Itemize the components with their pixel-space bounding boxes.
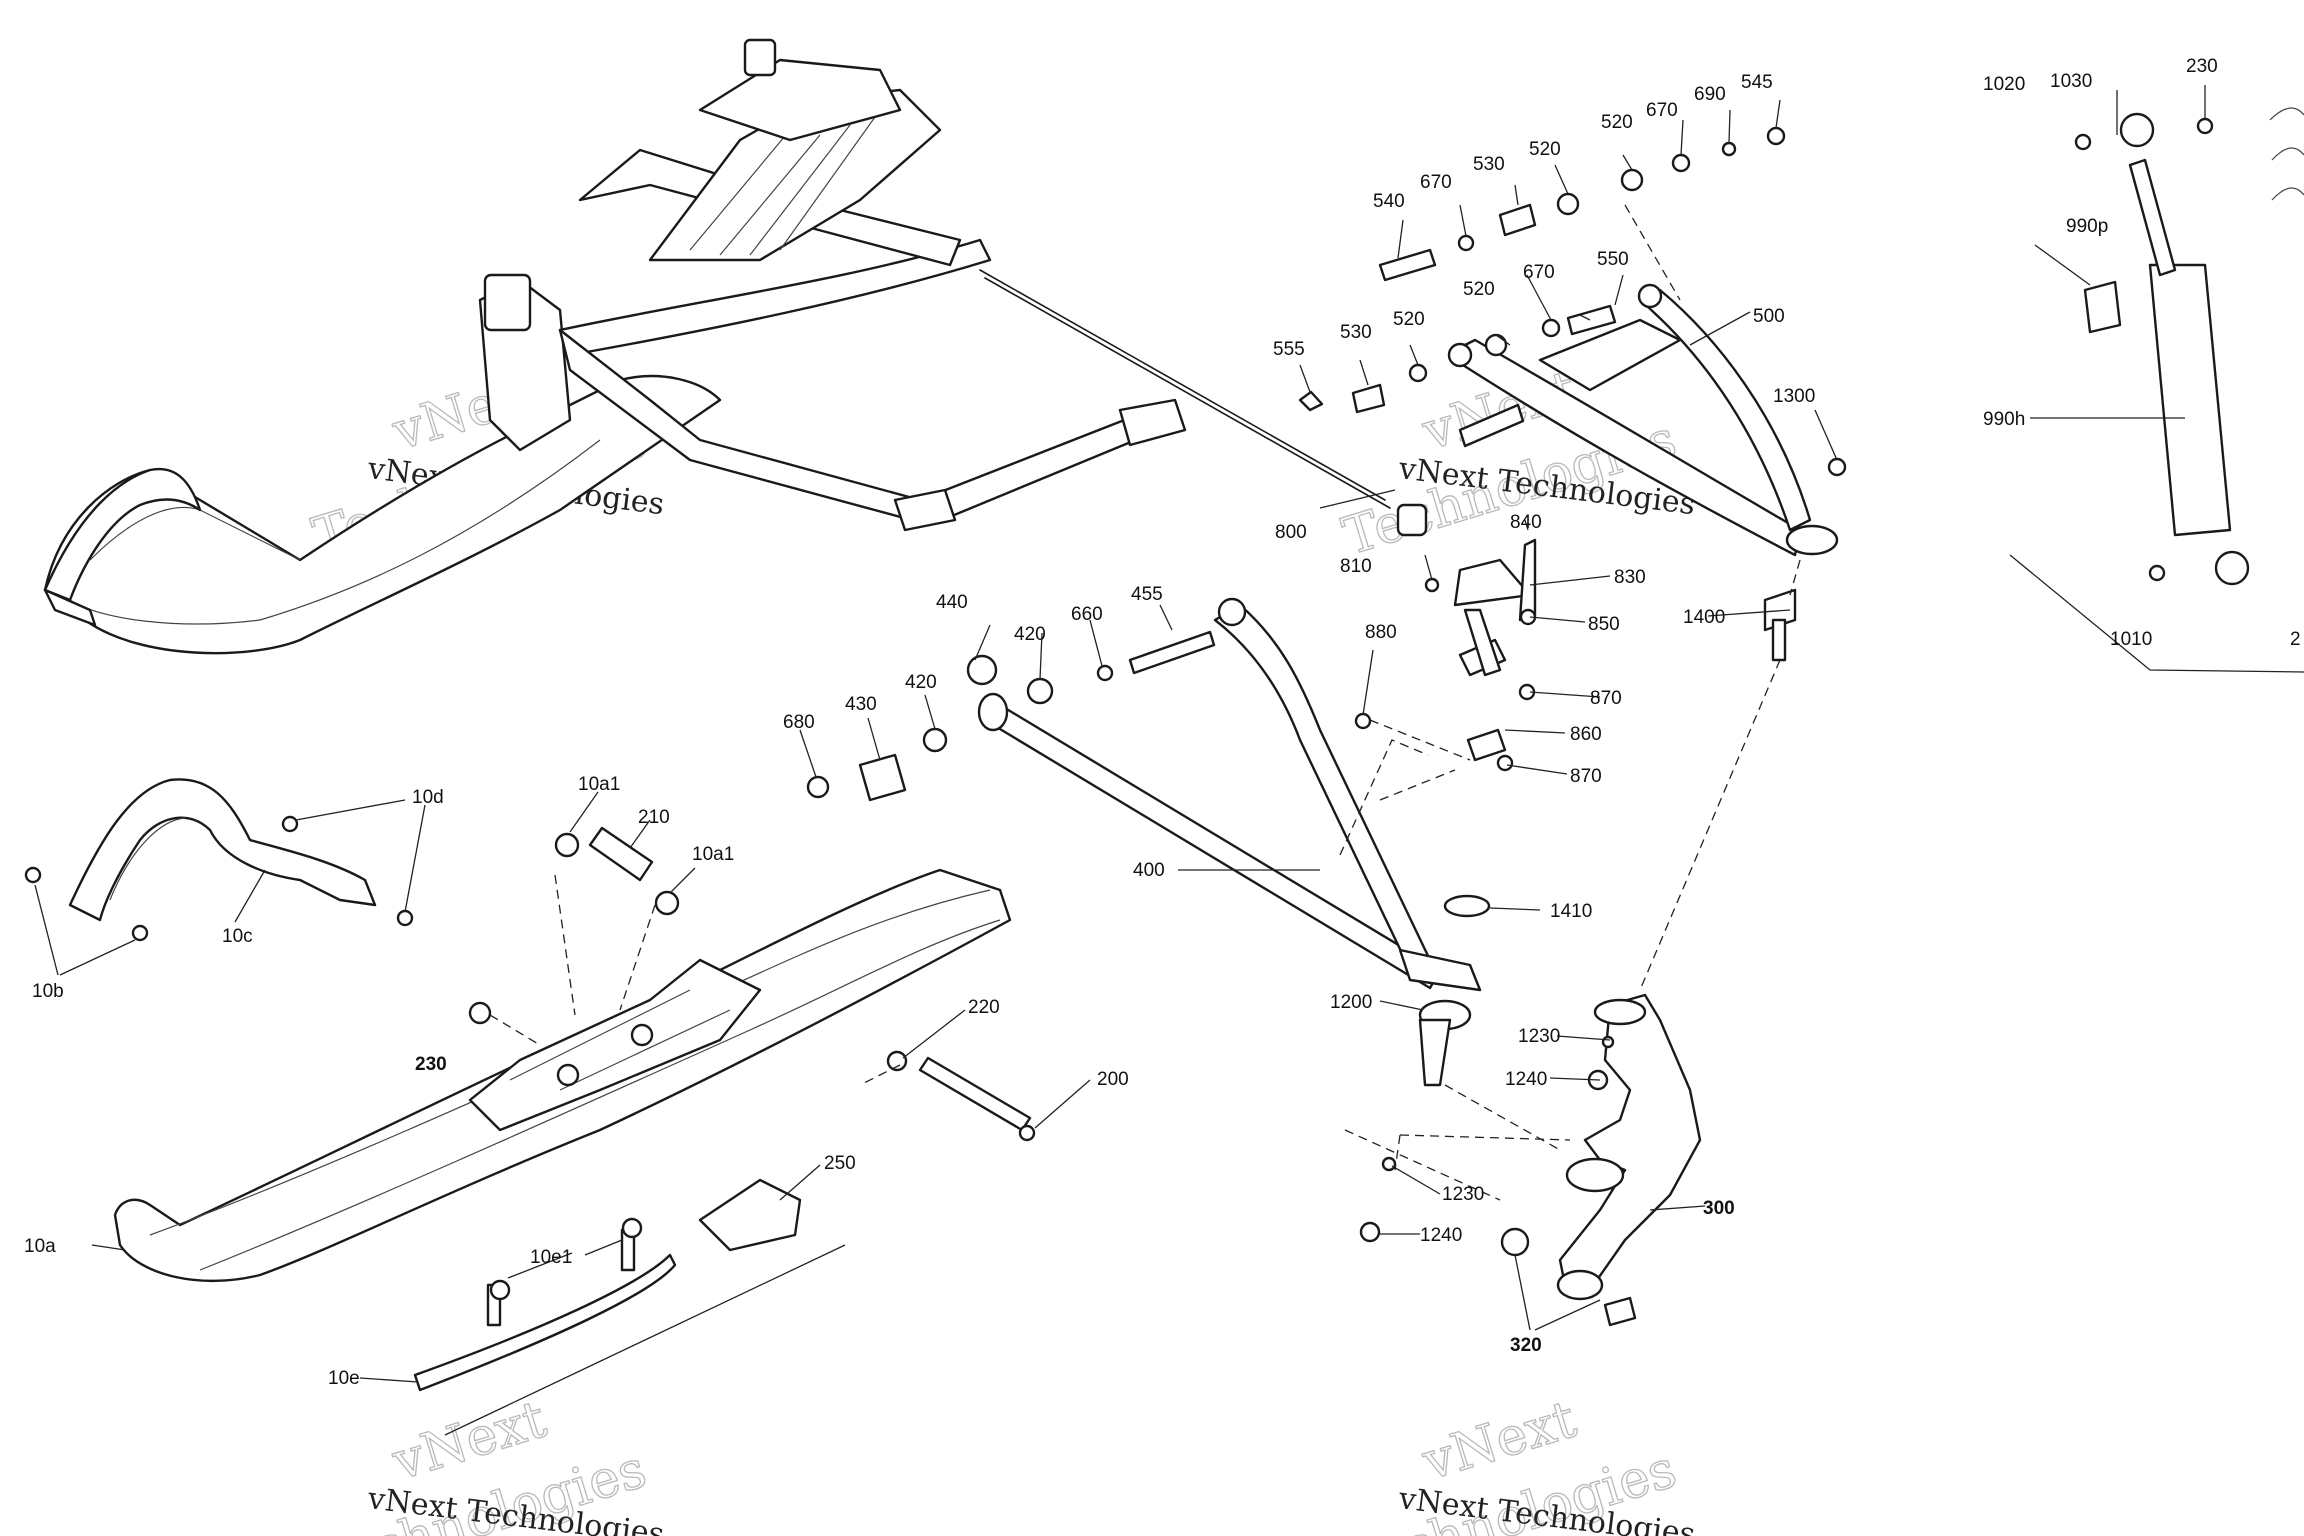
callout-labels: 1020 1030 230 990p 990h 1010 2 545 690 6… [24,56,2301,1389]
callout-220: 220 [968,997,1000,1018]
callout-670: 670 [1646,100,1678,121]
callout-1010: 1010 [2110,629,2152,650]
callout-200: 200 [1097,1069,1129,1090]
callout-520: 520 [1529,139,1561,160]
callout-540: 540 [1373,191,1405,212]
callout-990p: 990p [2066,216,2108,237]
callout-520: 520 [1463,279,1495,300]
callout-440: 440 [936,592,968,613]
callout-670: 670 [1420,172,1452,193]
callout-800: 800 [1275,522,1307,543]
callout-1300: 1300 [1773,386,1815,407]
callout-420: 420 [1014,624,1046,645]
callout-400: 400 [1133,860,1165,881]
callout-830: 830 [1614,567,1646,588]
callout-1230: 1230 [1518,1026,1560,1047]
callout-870: 870 [1590,688,1622,709]
callout-550: 550 [1597,249,1629,270]
assembly-lines [489,204,1801,1201]
callout-520: 520 [1393,309,1425,330]
callout-210: 210 [638,807,670,828]
shock-990h [2009,107,2304,673]
callout-300: 300 [1703,1198,1735,1219]
upper-a-arm-500 [1447,283,1839,557]
callout-810: 810 [1340,556,1372,577]
callout-860: 860 [1570,724,1602,745]
callout-320: 320 [1510,1335,1542,1356]
callout-1240: 1240 [1420,1225,1462,1246]
callout-10b: 10b [32,981,64,1002]
callout-455: 455 [1131,584,1163,605]
callout-850: 850 [1588,614,1620,635]
callout-530: 530 [1340,322,1372,343]
callout-2-cut: 2 [2290,629,2301,650]
callout-1410: 1410 [1550,901,1592,922]
callout-230: 230 [415,1054,447,1075]
callout-10a1: 10a1 [578,774,620,795]
callout-10e1: 10e1 [530,1247,572,1268]
callout-250: 250 [824,1153,856,1174]
callout-870: 870 [1570,766,1602,787]
callout-1240: 1240 [1505,1069,1547,1090]
callout-660: 660 [1071,604,1103,625]
callout-10a1: 10a1 [692,844,734,865]
callout-840: 840 [1510,512,1542,533]
callout-420: 420 [905,672,937,693]
callout-230: 230 [2186,56,2218,77]
ski-drawing [113,868,1012,1436]
small-hardware [806,126,1847,1327]
callout-1400: 1400 [1683,607,1725,628]
callout-1230: 1230 [1442,1184,1484,1205]
assembled-suspension-drawing [43,38,1428,655]
callout-500: 500 [1753,306,1785,327]
callout-10a: 10a [24,1236,56,1257]
callout-880: 880 [1365,622,1397,643]
callout-10c: 10c [222,926,253,947]
callout-430: 430 [845,694,877,715]
watermark-bottom-left: vNext Technologies vNext Technologies [306,1389,666,1536]
callout-1020: 1020 [1983,74,2025,95]
callout-1200: 1200 [1330,992,1372,1013]
ski-hardware [468,826,1036,1252]
callout-1030: 1030 [2050,71,2092,92]
callout-690: 690 [1694,84,1726,105]
callout-990h: 990h [1983,409,2025,430]
callout-10d: 10d [412,787,444,808]
callout-680: 680 [783,712,815,733]
callout-10e: 10e [328,1368,360,1389]
lower-a-arm-400 [977,597,1482,992]
knuckle-300 [1556,993,1702,1301]
callout-670: 670 [1523,262,1555,283]
callout-555: 555 [1273,339,1305,360]
callout-530: 530 [1473,154,1505,175]
leader-lines [34,85,2206,1383]
callout-520: 520 [1601,112,1633,133]
callout-545: 545 [1741,72,1773,93]
watermark-bottom-center: vNext Technologies vNext Technologies [1336,1389,1697,1536]
ski-loop-parts [24,778,414,942]
